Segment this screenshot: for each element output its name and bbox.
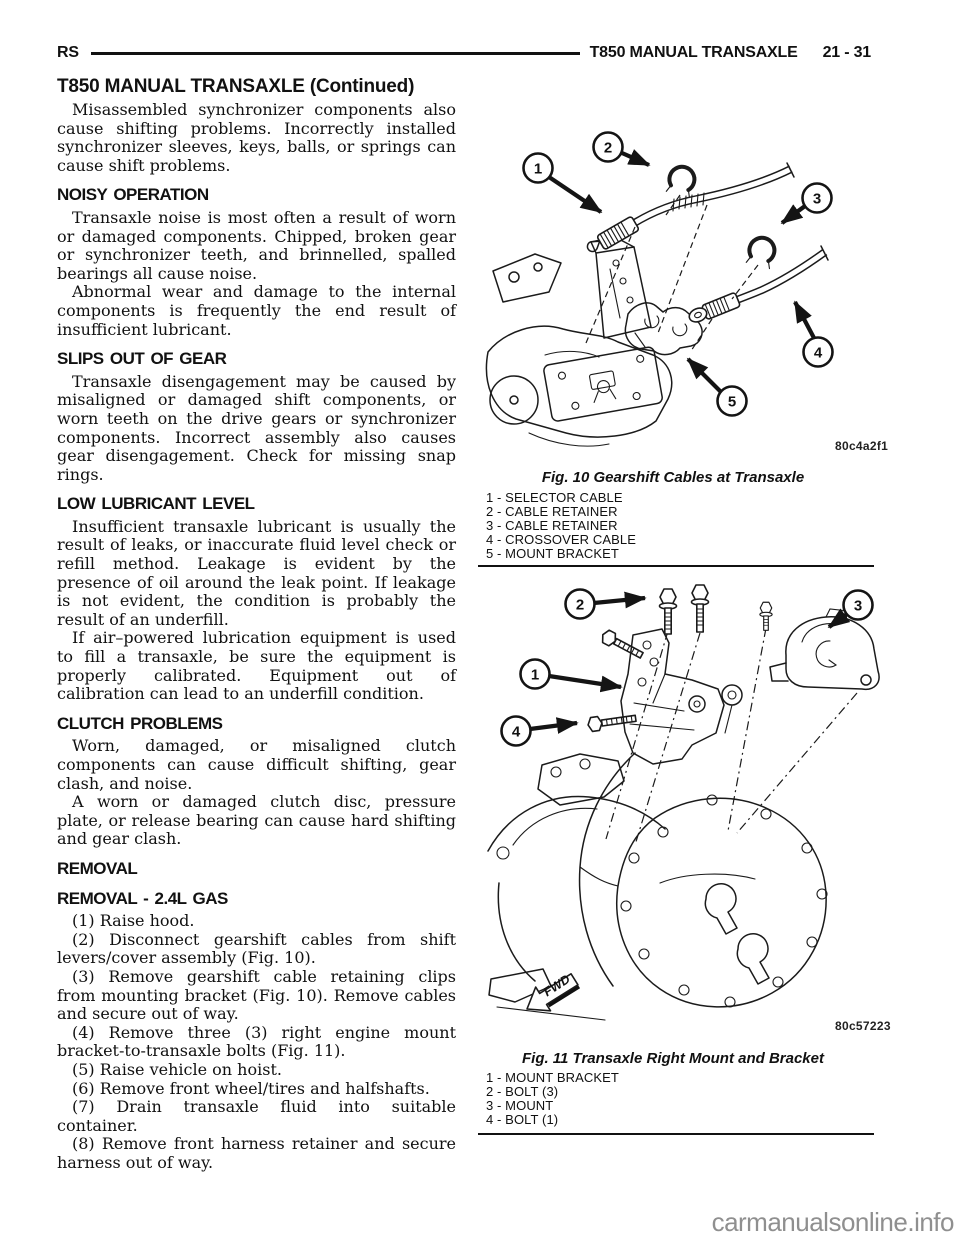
fwd-arrow: FWD <box>526 972 581 1012</box>
cable-retainer-clip-art <box>745 235 777 270</box>
callout-3: 3 <box>780 182 833 225</box>
transaxle-art <box>487 752 828 1021</box>
figure-code: 80c57223 <box>835 1019 891 1033</box>
callout-1: 1 <box>519 658 623 693</box>
header-title: T850 MANUAL TRANSAXLE <box>589 44 798 61</box>
watermark: carmanualsonline.info <box>711 1207 955 1237</box>
svg-text:1: 1 <box>534 161 542 178</box>
callout-4: 4 <box>500 715 579 747</box>
fig10-legend: 1 - SELECTOR CABLE 2 - CABLE RETAINER 3 … <box>486 491 636 561</box>
fig10-divider-rule <box>478 565 874 567</box>
step: (2) Disconnect gearshift cables from shi… <box>57 929 456 968</box>
paragraph: A worn or damaged clutch disc, pressure … <box>57 792 456 849</box>
fig10-caption: Fig. 10 Gearshift Cables at Transaxle <box>541 469 805 486</box>
svg-text:5: 5 <box>728 394 736 411</box>
callout-1: 1 <box>522 152 603 214</box>
step: (3) Remove gearshift cable retaining cli… <box>57 966 456 1024</box>
callout-4: 4 <box>793 300 834 368</box>
step: (7) Drain transaxle fluid into suitable … <box>57 1097 456 1135</box>
header-page-number: 21 - 31 <box>822 44 872 61</box>
left-column: Misassembled synchronizer components als… <box>57 100 456 1172</box>
leader-line <box>634 632 701 846</box>
fig10-illustration: 1 2 3 4 5 80c4a2f1 <box>485 131 888 453</box>
mount-art <box>769 608 880 691</box>
fig11-illustration: FWD 2 3 1 4 80c572 <box>487 584 891 1033</box>
paragraph: Transaxle noise is most often a result o… <box>57 207 456 283</box>
step: (4) Remove three (3) right engine mount … <box>57 1022 456 1061</box>
legend-item: 4 - CROSSOVER CABLE <box>486 532 636 547</box>
leader-line <box>585 226 636 344</box>
svg-text:3: 3 <box>854 598 862 615</box>
legend-item: 5 - MOUNT BRACKET <box>486 546 619 561</box>
header-section-code: RS <box>57 44 79 61</box>
step: (8) Remove front harness retainer and se… <box>57 1134 456 1172</box>
right-column: 1 2 3 4 5 80c4a2f1 <box>478 0 945 1242</box>
leader-line <box>605 630 669 840</box>
legend-item: 3 - MOUNT <box>486 1098 554 1113</box>
svg-text:2: 2 <box>576 597 584 614</box>
legend-item: 2 - CABLE RETAINER <box>486 504 618 519</box>
section-heading-clutch-problems: CLUTCH PROBLEMS <box>57 713 223 733</box>
mount-bracket-art <box>624 302 703 356</box>
cable-retainer-clip-art <box>665 164 697 199</box>
leader-line <box>690 318 713 352</box>
callout-3: 3 <box>827 589 874 629</box>
step: (5) Raise vehicle on hoist. <box>72 1059 282 1079</box>
fig11-legend: 1 - MOUNT BRACKET 2 - BOLT (3) 3 - MOUNT… <box>486 1071 619 1127</box>
crossover-cable-art <box>688 245 829 323</box>
step: (6) Remove front wheel/tires and halfsha… <box>72 1078 430 1098</box>
mount-bracket-art <box>620 628 743 765</box>
svg-text:1: 1 <box>531 667 539 684</box>
bolt-art <box>587 584 773 733</box>
callout-2: 2 <box>564 588 647 620</box>
paragraph: Abnormal wear and damage to the internal… <box>57 282 456 339</box>
section-heading-low-lubricant-level: LOW LUBRICANT LEVEL <box>57 494 255 514</box>
paragraph: Worn, damaged, or misaligned clutch comp… <box>57 736 456 793</box>
figure-code: 80c4a2f1 <box>835 439 888 453</box>
svg-text:2: 2 <box>604 140 612 157</box>
section-heading-noisy-operation: NOISY OPERATION <box>57 185 209 205</box>
svg-text:4: 4 <box>512 724 521 741</box>
leader-line <box>657 204 708 334</box>
leader-line <box>727 627 767 832</box>
paragraph: If air–powered lubrication equipment is … <box>57 628 456 704</box>
page-header: RS T850 MANUAL TRANSAXLE 21 - 31 <box>57 44 871 62</box>
paragraph: Transaxle disengagement may be caused by… <box>57 371 456 484</box>
gearshift-mechanism-art <box>485 236 703 447</box>
step: (1) Raise hood. <box>72 911 195 931</box>
legend-item: 4 - BOLT (1) <box>486 1112 559 1127</box>
section-heading-removal: REMOVAL <box>57 858 138 878</box>
leader-line <box>736 692 858 834</box>
legend-item: 1 - SELECTOR CABLE <box>486 490 623 505</box>
selector-cable-art <box>586 162 795 253</box>
continued-title: T850 MANUAL TRANSAXLE (Continued) <box>57 76 415 97</box>
section-heading-removal-24l-gas: REMOVAL - 2.4L GAS <box>57 888 228 908</box>
paragraph: Insufficient transaxle lubricant is usua… <box>57 516 456 629</box>
leader-line <box>665 194 681 216</box>
svg-text:3: 3 <box>813 191 821 208</box>
fig11-divider-rule <box>478 1133 874 1135</box>
fig11-caption: Fig. 11 Transaxle Right Mount and Bracke… <box>521 1050 824 1067</box>
intro-paragraph: Misassembled synchronizer components als… <box>57 100 456 175</box>
section-heading-slips-out-of-gear: SLIPS OUT OF GEAR <box>57 349 227 369</box>
callout-2: 2 <box>592 131 651 167</box>
callout-5: 5 <box>686 357 748 417</box>
header-rule <box>90 52 580 55</box>
legend-item: 3 - CABLE RETAINER <box>486 518 618 533</box>
svg-text:4: 4 <box>814 345 823 362</box>
legend-item: 2 - BOLT (3) <box>486 1084 559 1099</box>
legend-item: 1 - MOUNT BRACKET <box>486 1070 619 1085</box>
leader-line <box>731 264 759 300</box>
